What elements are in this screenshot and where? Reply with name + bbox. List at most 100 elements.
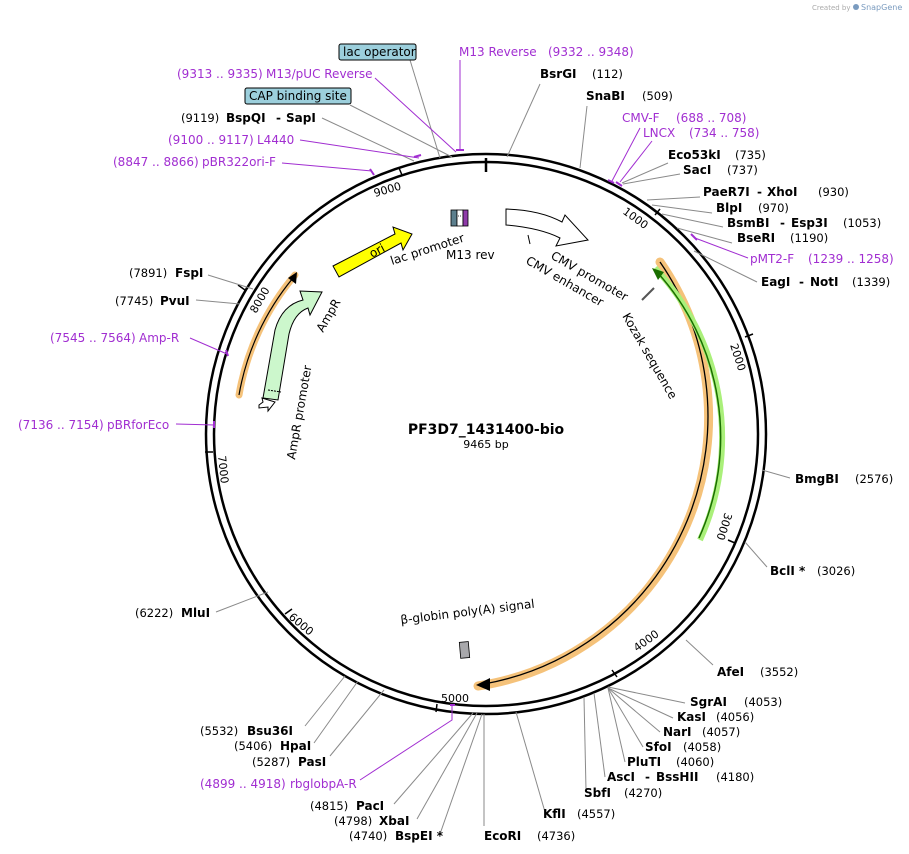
ruler-tick-9000 bbox=[398, 167, 403, 176]
site-kasi-pos: (4056) bbox=[716, 710, 754, 724]
site-bsrgi-pos: (112) bbox=[592, 67, 623, 81]
primer-pbr322ori-range: (8847 .. 8866) bbox=[113, 155, 199, 169]
primer-m13-reverse-name: M13 Reverse bbox=[459, 45, 537, 59]
site-sgrai-name: SgrAI bbox=[690, 695, 727, 709]
site-bsu36i-pos: (5532) bbox=[200, 724, 238, 738]
site-snabi-pos: (509) bbox=[642, 89, 673, 103]
ruler-label-9000: 9000 bbox=[372, 180, 402, 200]
leader-cap-site bbox=[349, 104, 453, 158]
ampr-band-arrowhead bbox=[288, 272, 297, 284]
leader-sgrai bbox=[607, 686, 686, 704]
cap-site-box bbox=[244, 87, 352, 105]
site-bmgbi-pos: (2576) bbox=[855, 472, 893, 486]
primer-leader-amp-r bbox=[189, 337, 228, 355]
leader-xbai bbox=[416, 712, 478, 820]
leader-bsu36i bbox=[304, 675, 346, 727]
enzyme-leaders bbox=[195, 59, 791, 835]
site-bseri-pos: (1190) bbox=[790, 231, 828, 245]
site-bseri-name: BseRI bbox=[737, 231, 775, 245]
site-xbai-name: XbaI bbox=[379, 814, 409, 828]
primer-leader-pbr322ori bbox=[281, 162, 373, 172]
primer-cmv-f-range: (688 .. 708) bbox=[676, 111, 746, 125]
site-eagi-pos: (1339) bbox=[852, 275, 890, 289]
primer-rbglobpa-range: (4899 .. 4918) bbox=[200, 777, 286, 791]
site-bsmbi-name: BsmBI bbox=[727, 216, 769, 230]
primer-leader-l4440 bbox=[299, 139, 420, 159]
primer-pbrforeco-name: pBRforEco bbox=[107, 418, 169, 432]
site-bspqi-name: BspQI bbox=[226, 111, 266, 125]
primer-mark-pbr322ori bbox=[369, 168, 375, 176]
primer-amp-r-name: Amp-R bbox=[139, 331, 179, 345]
watermark-brand: SnapGene bbox=[861, 3, 902, 12]
site-bsmbi-dash: - bbox=[780, 216, 785, 230]
site-bcli-name: BclI * bbox=[770, 564, 806, 578]
leader-blpi bbox=[651, 204, 713, 214]
site-nari-name: NarI bbox=[663, 725, 692, 739]
leader-kasi bbox=[607, 687, 674, 719]
site-asci-dash: - bbox=[645, 770, 650, 784]
site-bcli-pos: (3026) bbox=[817, 564, 855, 578]
site-bsshii-name: BssHII bbox=[656, 770, 698, 784]
site-sapi-pos: (9119) bbox=[181, 111, 219, 125]
leader-nari bbox=[607, 687, 661, 733]
site-pasi-name: PasI bbox=[298, 755, 326, 769]
site-sapi-dash: - bbox=[276, 111, 281, 125]
green-orf-line bbox=[656, 271, 722, 539]
orf-band-arrowhead bbox=[476, 678, 490, 691]
site-bmgbi-name: BmgBI bbox=[795, 472, 839, 486]
primer-cmv-f-name: CMV-F bbox=[622, 111, 660, 125]
primer-pmt2-name: pMT2-F bbox=[750, 252, 794, 266]
ruler-tick-6000 bbox=[284, 608, 293, 615]
ruler-tick-1000 bbox=[654, 208, 661, 216]
primer-mark-l4440 bbox=[413, 154, 422, 158]
primer-leader-pbrforeco bbox=[175, 423, 216, 426]
lac-operator-box-label: lac operator bbox=[343, 45, 416, 59]
site-sbfi-pos: (4270) bbox=[624, 786, 662, 800]
ampr-arrow bbox=[262, 290, 323, 401]
leader-saci bbox=[622, 173, 681, 185]
primer-labels: M13 Reverse (9332 .. 9348) (9313 .. 9335… bbox=[18, 45, 894, 791]
primer-leader-lncx bbox=[619, 140, 653, 183]
primer-m13-puc-name: M13/pUC Reverse bbox=[266, 67, 373, 81]
ori-label: ori bbox=[367, 241, 387, 261]
leader-bsmbi bbox=[661, 213, 724, 228]
primer-marks bbox=[213, 149, 698, 706]
leader-afei bbox=[685, 639, 714, 666]
primer-pbrforeco-range: (7136 .. 7154) bbox=[18, 418, 104, 432]
leader-pluti bbox=[607, 687, 626, 763]
primer-mark-lncx bbox=[615, 181, 623, 187]
leader-sapi bbox=[321, 117, 415, 162]
leader-pvui bbox=[195, 299, 241, 305]
site-labels: BsrGI (112) SnaBI (509) Eco53kI (735) Sa… bbox=[115, 67, 893, 843]
primer-leader-pmt2 bbox=[694, 237, 749, 259]
leader-bcli bbox=[744, 541, 768, 568]
snapgene-watermark: Created by SnapGene bbox=[812, 3, 902, 12]
primer-leader-cmv-f bbox=[611, 127, 641, 182]
leader-mlui bbox=[215, 591, 269, 613]
site-paci-pos: (4815) bbox=[310, 799, 348, 813]
ori-arrow bbox=[332, 226, 413, 278]
site-afei-name: AfeI bbox=[717, 665, 744, 679]
site-afei-pos: (3552) bbox=[760, 665, 798, 679]
primer-lncx-range: (734 .. 758) bbox=[689, 126, 759, 140]
orf-band-line bbox=[483, 261, 709, 685]
site-fspi-name: FspI bbox=[175, 266, 203, 280]
site-pasi-pos: (5287) bbox=[252, 755, 290, 769]
primer-l4440-range: (9100 .. 9117) bbox=[168, 133, 254, 147]
cmv-arrow-divider bbox=[527, 234, 531, 245]
site-blpi-pos: (970) bbox=[758, 201, 789, 215]
ruler-label-7000: 7000 bbox=[215, 455, 231, 484]
green-orf-arrowhead bbox=[652, 268, 664, 280]
primer-l4440-name: L4440 bbox=[257, 133, 294, 147]
site-asci-name: AscI bbox=[607, 770, 635, 784]
leader-fspi bbox=[207, 274, 254, 290]
ruler-tick-2000 bbox=[744, 333, 754, 338]
m13-rev-marker bbox=[462, 209, 469, 227]
site-bspei-name: BspEI * bbox=[395, 829, 444, 843]
leader-bseri bbox=[676, 227, 733, 244]
primer-leaders bbox=[175, 60, 749, 781]
ruler-label-1000: 1000 bbox=[620, 205, 650, 232]
leader-pasi bbox=[329, 689, 385, 757]
ruler-tick-8000 bbox=[237, 284, 246, 291]
leader-bmgbi bbox=[761, 469, 791, 479]
